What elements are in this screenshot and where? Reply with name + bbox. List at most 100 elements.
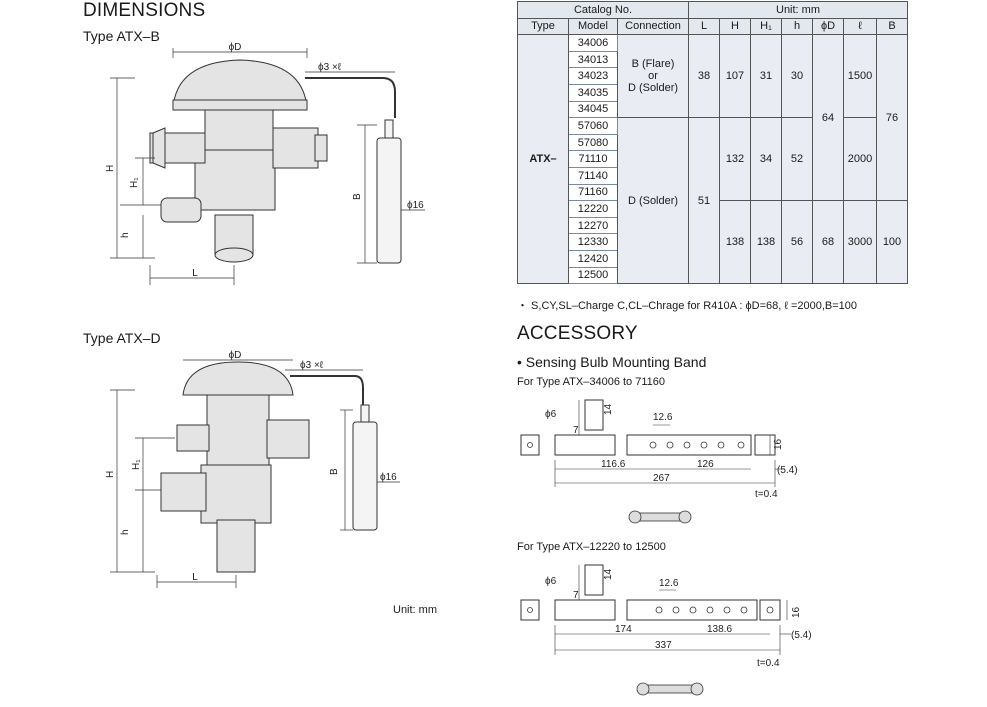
model-cell: 71140 [568, 166, 618, 185]
accessory-heading: ACCESSORY [517, 323, 638, 344]
label-phiD: ϕD [229, 42, 242, 53]
label-phi16: ϕ16 [380, 472, 397, 483]
g2-H: 132 [719, 117, 751, 202]
model-cell: 12220 [568, 200, 618, 218]
th-type: Type [517, 17, 569, 36]
connection-flare-cell: B (Flare) or D (Solder) [617, 34, 689, 119]
dim-12-6: 12.6 [653, 412, 673, 423]
B-common: 76 [876, 34, 908, 202]
label-L: L [192, 268, 198, 279]
dim-14: 14 [603, 403, 614, 415]
g3-ell: 3000 [843, 200, 877, 285]
model-cell: 12270 [568, 216, 618, 235]
g3-phiD: 68 [812, 200, 844, 285]
g1-H1: 31 [750, 34, 782, 119]
th-phiD: ϕD [812, 17, 844, 36]
band-large-caption: For Type ATX–12220 to 12500 [517, 541, 666, 553]
g1-h: 30 [781, 34, 813, 119]
dim-138-6: 138.6 [707, 624, 732, 635]
g3-H1: 138 [750, 200, 782, 285]
th-catalog: Catalog No. [517, 1, 689, 19]
label-H: H [105, 165, 116, 172]
conn-flare-line2: or [648, 70, 658, 83]
g2-ell: 2000 [843, 117, 877, 202]
dim-t: t=0.4 [755, 489, 778, 500]
conn-flare-line1: B (Flare) [631, 58, 675, 71]
diaphragm-head [172, 59, 308, 111]
sensing-bulb [352, 421, 378, 531]
dim-174: 174 [615, 624, 632, 635]
dim-7: 7 [573, 425, 579, 436]
th-model: Model [568, 17, 618, 36]
model-cell: 12420 [568, 249, 618, 268]
g3-B: 100 [876, 200, 908, 285]
valve-atx-b-drawing: ϕD ϕ3 ×ℓ H H₁ h L B ϕ16 [105, 42, 425, 285]
spec-table: Catalog No. Unit: mm Type Model Connecti… [517, 1, 908, 285]
model-cell: 71110 [568, 150, 618, 168]
dim-7: 7 [573, 590, 579, 601]
type-d-heading: Type ATX–D [83, 330, 161, 346]
band-screw [634, 512, 684, 522]
th-L: L [688, 17, 720, 36]
model-cell: 12500 [568, 266, 618, 285]
dim-5-4: (5.4) [791, 630, 812, 641]
conn-flare-line3: D (Solder) [627, 82, 679, 95]
dim-126: 126 [697, 459, 714, 470]
sensing-band-heading: • Sensing Bulb Mounting Band [517, 354, 707, 370]
model-cell: 57080 [568, 133, 618, 152]
th-connection: Connection [617, 17, 689, 36]
label-h: h [120, 232, 131, 238]
dim-337: 337 [655, 640, 672, 651]
label-phi3: ϕ3 ×ℓ [318, 62, 342, 73]
th-h: h [781, 17, 813, 36]
dim-12-6: 12.6 [659, 578, 679, 589]
g2-H1: 34 [750, 117, 782, 202]
dimensions-heading: DIMENSIONS [83, 0, 206, 21]
g2-h: 52 [781, 117, 813, 202]
diaphragm-head [182, 361, 294, 396]
label-B: B [329, 468, 340, 475]
model-cell: 57060 [568, 117, 618, 135]
label-H1: H₁ [129, 177, 140, 188]
phiD-common: 64 [812, 34, 844, 202]
label-H1: H₁ [131, 459, 142, 470]
g3-H: 138 [719, 200, 751, 285]
connection-solder-cell: D (Solder) [617, 117, 689, 285]
dim-267: 267 [653, 473, 670, 484]
g3-h: 56 [781, 200, 813, 285]
model-cell: 34006 [568, 34, 618, 52]
g1-ell: 1500 [843, 34, 877, 119]
label-L: L [192, 572, 198, 583]
dim-t: t=0.4 [757, 658, 780, 669]
type-cell: ATX– [517, 34, 569, 285]
unit-label: Unit: mm [393, 604, 437, 616]
label-phiD: ϕD [229, 350, 242, 361]
dim-phi6: ϕ6 [545, 576, 557, 587]
g2-L: 51 [688, 117, 720, 285]
band-screw [642, 684, 696, 694]
dim-14: 14 [603, 568, 614, 580]
band-small-caption: For Type ATX–34006 to 71160 [517, 376, 665, 388]
sensing-bulb [376, 137, 402, 264]
model-cell: 12330 [568, 233, 618, 251]
th-ell: ℓ [843, 17, 877, 36]
band-small-drawing: ϕ6 7 14 12.6 16 116.6 126 (5.4) 267 t=0.… [520, 399, 798, 524]
dim-phi6: ϕ6 [545, 409, 557, 420]
label-H: H [105, 471, 116, 478]
dim-16: 16 [791, 606, 802, 618]
model-cell: 34023 [568, 67, 618, 85]
model-cell: 34013 [568, 50, 618, 69]
model-cell: 71160 [568, 183, 618, 202]
label-B: B [352, 193, 363, 200]
g1-L: 38 [688, 34, 720, 119]
band-large-drawing: ϕ6 7 14 12.6 16 174 138.6 (5.4) 337 t=0.… [520, 564, 812, 696]
th-H: H [719, 17, 751, 36]
th-B: B [876, 17, 908, 36]
label-h: h [120, 529, 131, 535]
valve-body [206, 394, 270, 466]
model-cell: 34045 [568, 100, 618, 119]
th-H1: H₁ [750, 17, 782, 36]
dim-116-6: 116.6 [601, 459, 626, 470]
valve-atx-d-drawing: ϕD ϕ3 ×ℓ H H₁ h L B ϕ16 [105, 350, 400, 588]
dim-5-4: (5.4) [777, 465, 798, 476]
